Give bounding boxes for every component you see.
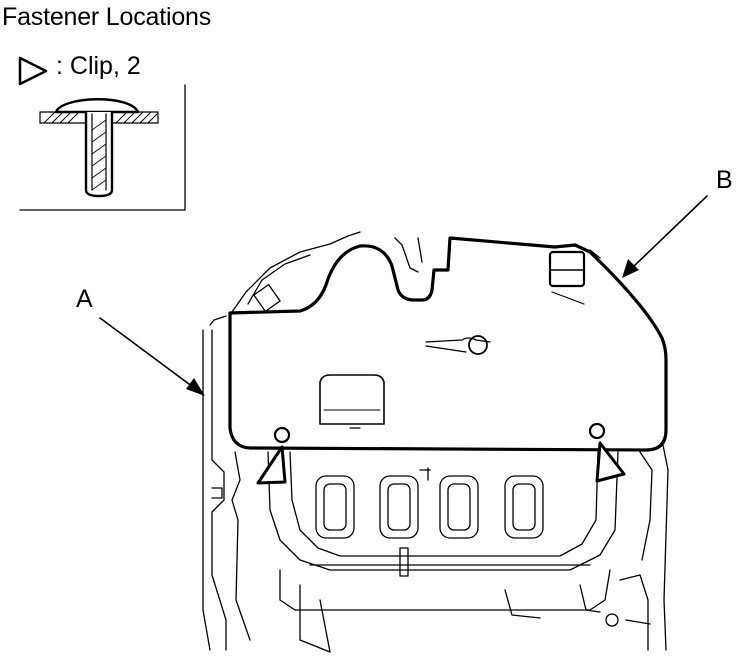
- leader-arrow-b: [622, 195, 708, 278]
- triangle-outline-icon: [256, 445, 287, 485]
- clip-marker-left: [256, 426, 291, 485]
- legend-clip-label: : Clip, 2: [56, 52, 141, 80]
- triangle-outline-icon: [595, 441, 626, 483]
- leader-arrow-a: [99, 317, 205, 396]
- clip-detail-inset: [19, 84, 186, 211]
- seat-frame-a: [202, 231, 669, 653]
- seat-cover-b: [228, 236, 668, 452]
- callout-label-b: B: [716, 166, 733, 194]
- triangle-outline-icon: [18, 56, 48, 86]
- callout-label-a: A: [76, 285, 93, 313]
- clip-marker-right: [588, 422, 626, 483]
- page-title: Fastener Locations: [2, 3, 212, 31]
